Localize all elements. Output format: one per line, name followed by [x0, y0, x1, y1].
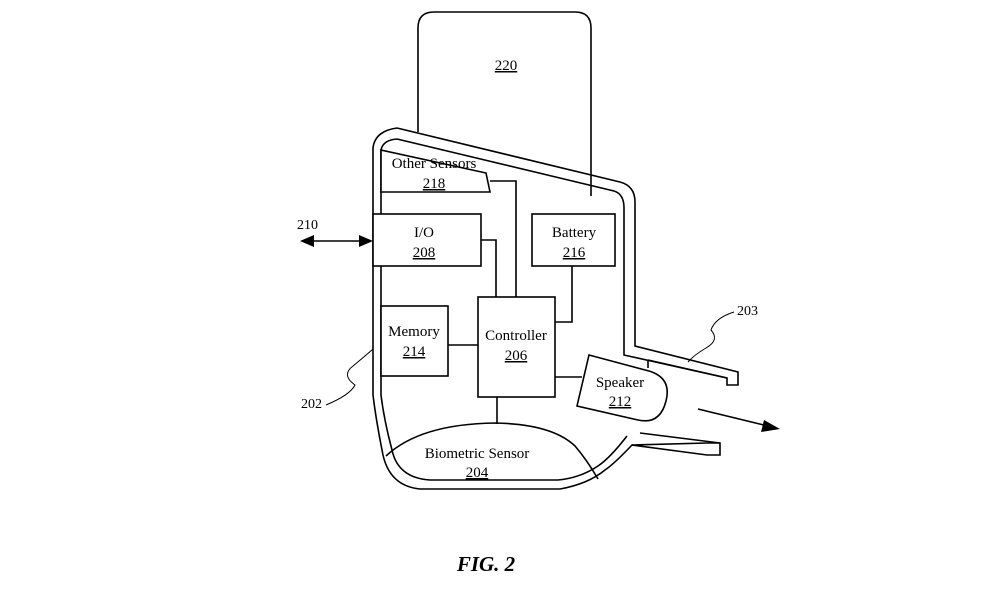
speaker-shape	[576, 354, 668, 422]
other-sensors-number: 218	[423, 176, 446, 192]
output-arrow-head	[761, 420, 780, 432]
figure-caption: FIG. 2	[456, 552, 516, 576]
housing-inner-wall	[380, 138, 728, 481]
ref-202: 202	[301, 397, 322, 412]
wire-battery-controller	[555, 266, 573, 323]
memory-number: 214	[403, 344, 426, 360]
memory-label: Memory	[388, 324, 440, 340]
ref-202-leader	[325, 348, 374, 406]
battery-label: Battery	[552, 225, 597, 241]
io-arrow-left-head	[300, 235, 314, 247]
io-number: 208	[413, 245, 436, 261]
other-sensors-box	[380, 149, 491, 193]
speaker-label: Speaker	[596, 375, 644, 391]
io-box	[372, 213, 482, 267]
battery-number: 216	[563, 245, 586, 261]
speaker-number: 212	[609, 394, 632, 410]
housing-outer-wall	[372, 127, 739, 490]
controller-number: 206	[505, 348, 528, 364]
output-arrow-line	[697, 408, 769, 427]
controller-box	[477, 296, 556, 398]
other-sensors-label: Other Sensors	[392, 156, 477, 172]
ref-210: 210	[297, 218, 318, 233]
output-port	[639, 360, 721, 444]
controller-label: Controller	[485, 328, 547, 344]
biometric-sensor-number: 204	[466, 465, 489, 481]
io-arrow-right-head	[359, 235, 373, 247]
biometric-sensor-shape	[385, 422, 599, 480]
memory-box	[380, 305, 449, 377]
band-outline	[417, 11, 592, 196]
battery-box	[531, 213, 616, 267]
ref-203-leader	[687, 311, 735, 363]
band-number: 220	[495, 58, 518, 74]
biometric-sensor-label: Biometric Sensor	[425, 446, 530, 462]
wire-other-sensors-controller	[490, 180, 517, 297]
ref-203: 203	[737, 304, 758, 319]
io-label: I/O	[414, 225, 434, 241]
wire-io-controller	[481, 239, 497, 297]
